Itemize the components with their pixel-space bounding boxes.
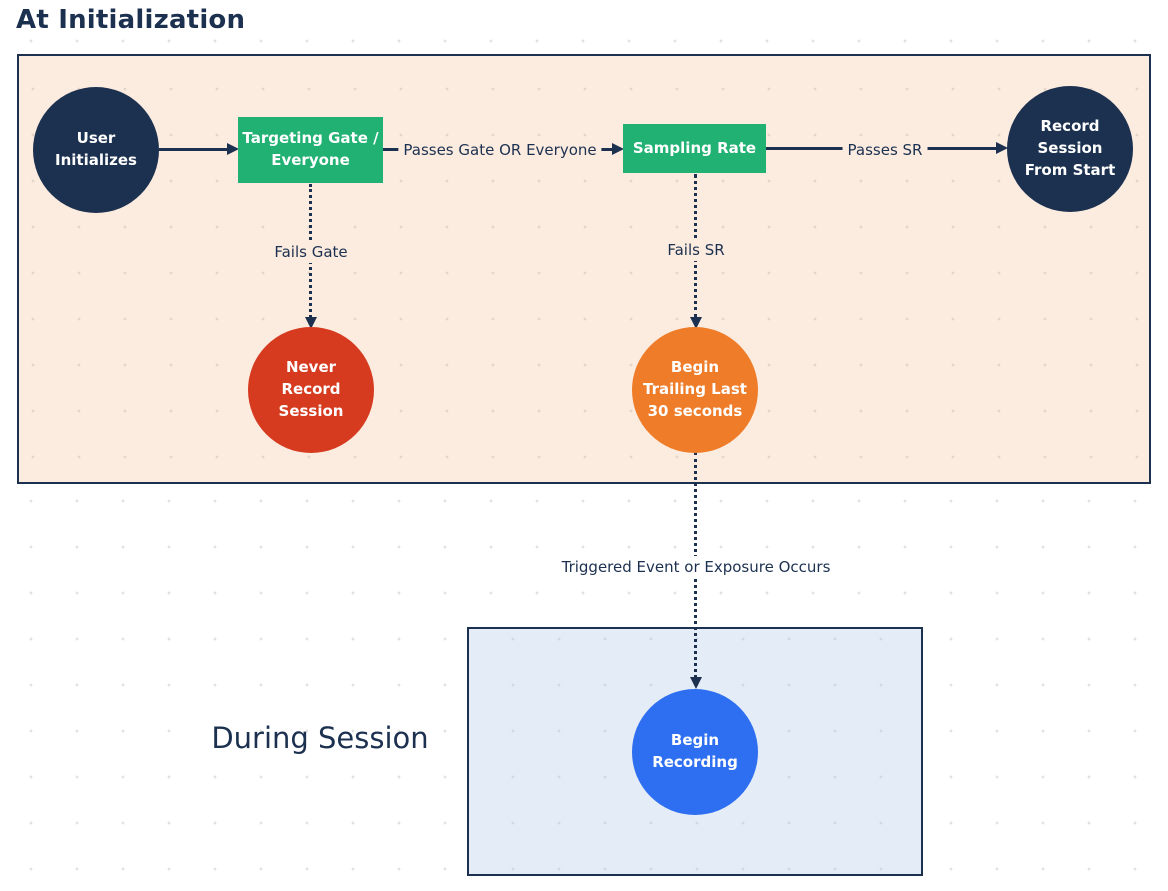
node-sampling-rate: Sampling Rate (623, 124, 766, 173)
during-session-title: During Session (211, 721, 429, 755)
arrowhead-user-to-targeting (227, 143, 239, 155)
node-begin-trailing-last-30-seconds: Begin Trailing Last 30 seconds (632, 327, 758, 453)
node-record-session-from-start: Record Session From Start (1007, 86, 1133, 212)
arrowhead-targeting-to-sampling (612, 143, 624, 155)
edge-label-fails-sr: Fails SR (662, 239, 730, 261)
edge-label-passes-gate: Passes Gate OR Everyone (398, 139, 602, 161)
node-never-record-session: Never Record Session (248, 327, 374, 453)
edge-label-passes-sr: Passes SR (842, 139, 928, 161)
edge-label-fails-gate: Fails Gate (269, 241, 353, 263)
arrowhead-triggered-event (690, 677, 702, 689)
edge-user-to-targeting-line (159, 148, 228, 151)
node-targeting-gate-everyone: Targeting Gate / Everyone (238, 117, 383, 183)
edge-label-triggered-event: Triggered Event or Exposure Occurs (556, 556, 836, 578)
arrowhead-fails-gate (305, 317, 317, 329)
arrowhead-fails-sr (690, 317, 702, 329)
node-user-initializes: User Initializes (33, 87, 159, 213)
init-section-title: At Initialization (16, 5, 246, 35)
arrowhead-sampling-to-record (996, 142, 1008, 154)
at-initialization-section-box (17, 54, 1151, 484)
node-begin-recording: Begin Recording (632, 689, 758, 815)
